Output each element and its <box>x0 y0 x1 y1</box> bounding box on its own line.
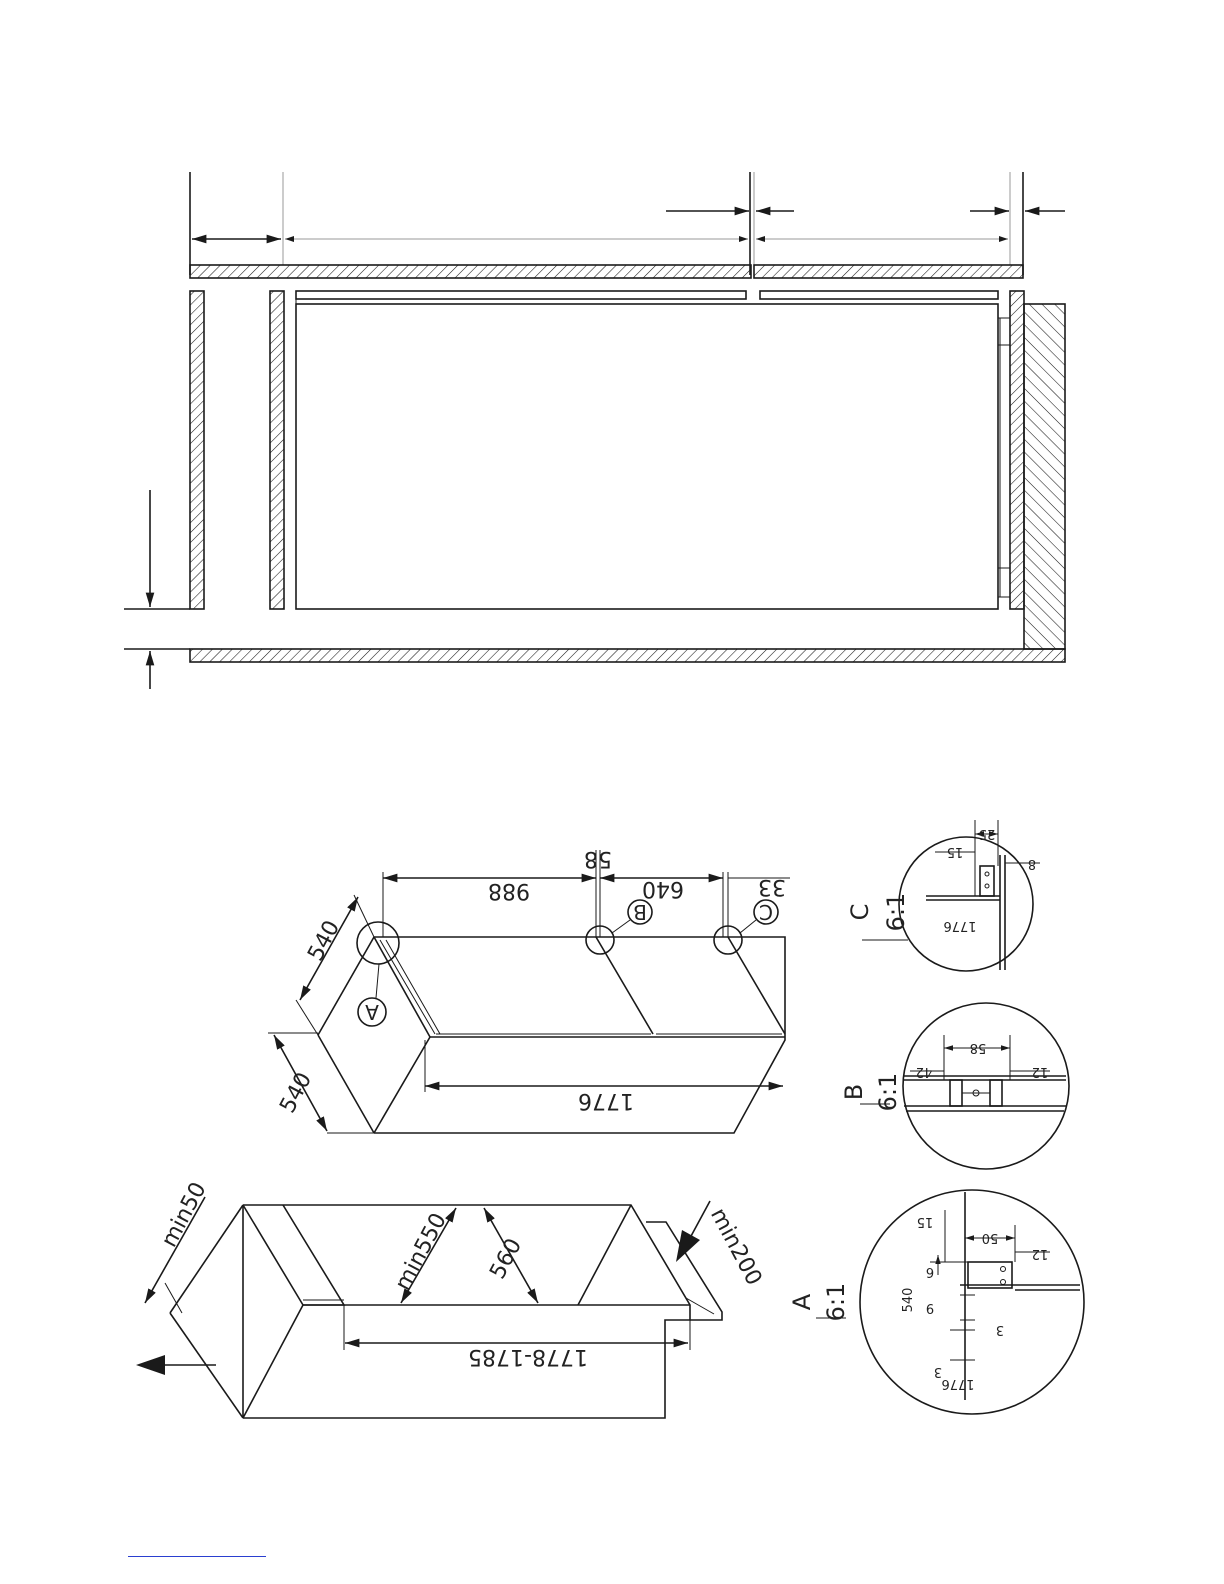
callout-label-c: C <box>759 900 773 924</box>
detail-c-title: C <box>846 904 874 921</box>
detail-c-dim-15: 15 <box>947 844 964 859</box>
dim-33: 33 <box>758 874 786 899</box>
detail-b-scale: 6:1 <box>874 1073 902 1112</box>
detail-a-dim-15: 15 <box>917 1214 934 1229</box>
detail-a-dim-3a: 3 <box>996 1322 1004 1337</box>
detail-a-dim-3b: 3 <box>934 1364 942 1379</box>
detail-a-scale: 6:1 <box>822 1283 850 1322</box>
dim-640: 640 <box>642 876 684 901</box>
detail-b-title: B <box>840 1084 868 1100</box>
detail-b-dim-58: 58 <box>970 1040 987 1055</box>
dim-560: 560 <box>485 1235 527 1284</box>
detail-b-dim-12: 12 <box>1032 1064 1049 1079</box>
detail-a-labels: A 6:1 15 50 12 6 540 9 3 3 1776 <box>788 1214 1048 1391</box>
niche-view-dimension-labels: min50 min550 560 1778-1785 min200 <box>157 1178 766 1369</box>
callout-label-a: A <box>365 1000 379 1024</box>
detail-a-dim-1776: 1776 <box>941 1376 974 1391</box>
dim-540-top: 540 <box>303 917 345 966</box>
dim-min200: min200 <box>705 1204 766 1289</box>
dim-540-side: 540 <box>275 1069 317 1118</box>
detail-c-dim-25: 25 <box>979 826 996 841</box>
detail-b-dim-42: 42 <box>916 1064 933 1079</box>
callout-label-b: B <box>633 900 647 924</box>
detail-c-dim-8: 8 <box>1028 856 1036 871</box>
dim-1776: 1776 <box>578 1088 634 1113</box>
dim-58: 58 <box>584 846 612 871</box>
detail-a-dim-50: 50 <box>982 1230 999 1245</box>
dim-1778-1785: 1778-1785 <box>468 1344 588 1369</box>
detail-a-dim-540: 540 <box>901 1288 916 1313</box>
dim-min50: min50 <box>157 1178 212 1251</box>
detail-a-dim-12: 12 <box>1032 1246 1049 1261</box>
dim-988: 988 <box>488 878 530 903</box>
detail-c-dim-1776: 1776 <box>943 918 976 933</box>
detail-a-dim-9: 9 <box>926 1300 934 1315</box>
detail-c-scale: 6:1 <box>882 893 910 932</box>
detail-a-title: A <box>788 1293 816 1310</box>
footer-rule <box>128 1556 266 1557</box>
detail-a-dim-6: 6 <box>926 1264 934 1279</box>
iso-view-dimension-labels: 988 58 640 33 540 540 1776 A B C <box>275 846 786 1117</box>
dim-min550: min550 <box>391 1209 452 1294</box>
top-plan-view <box>124 172 1065 689</box>
